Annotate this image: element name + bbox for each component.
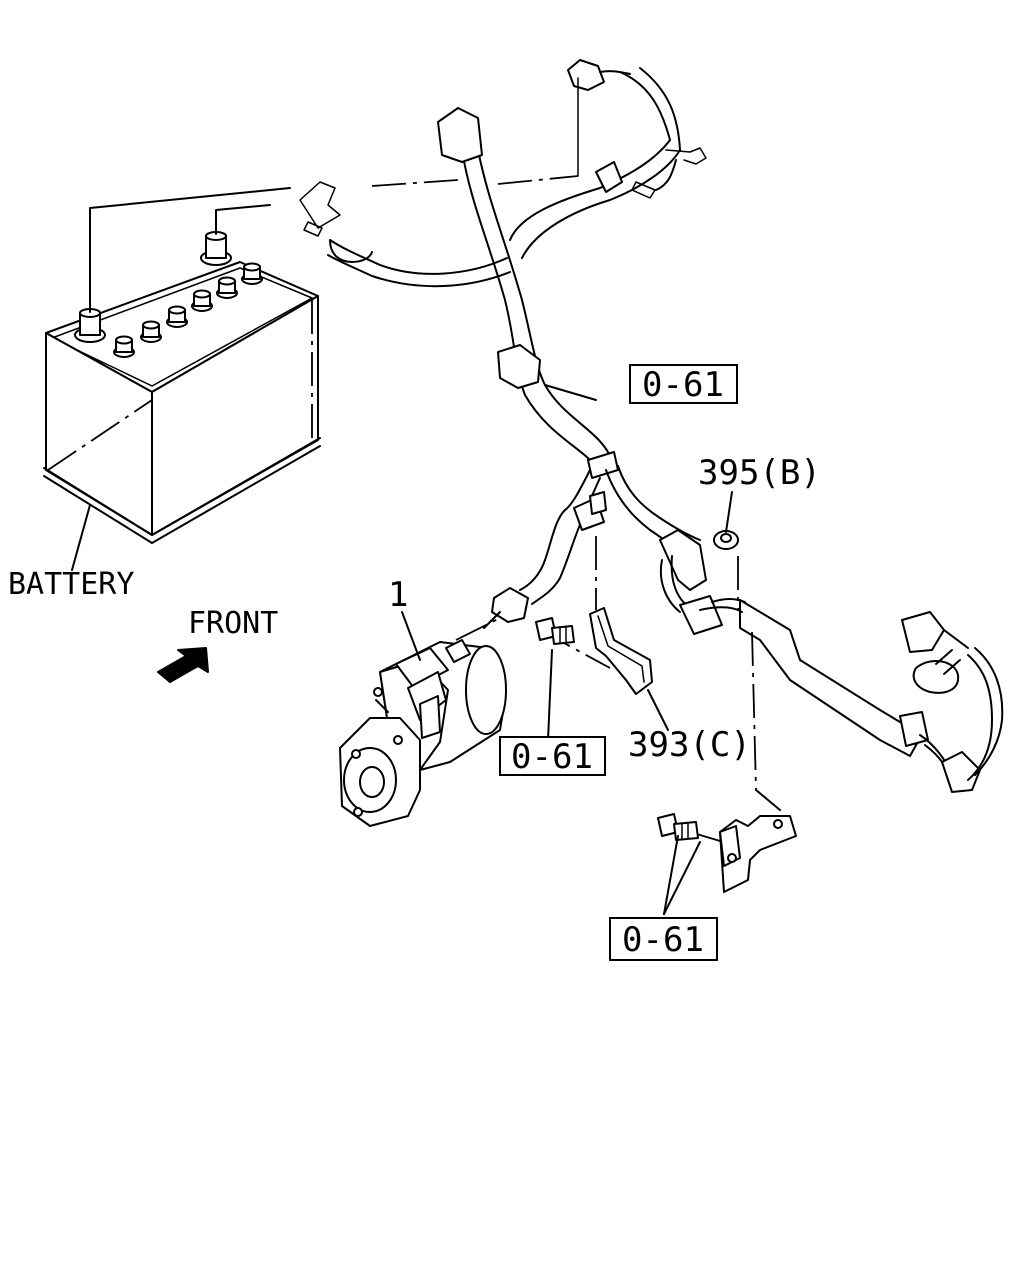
starter-motor — [339, 639, 507, 827]
bolt-middle — [535, 617, 575, 645]
ref-box-top-text: 0-61 — [642, 365, 724, 405]
battery-terminal-positive — [200, 231, 232, 266]
part-393c-label: 393(C) — [628, 725, 751, 765]
battery-label: BATTERY — [8, 567, 134, 602]
battery-terminal-negative — [74, 308, 106, 343]
part-1-label: 1 — [388, 575, 408, 615]
ref-box-top: 0-61 — [629, 364, 738, 405]
ref-box-bottom: 0-61 — [609, 917, 718, 961]
ref-box-bottom-text: 0-61 — [622, 920, 704, 960]
part-395b-label: 395(B) — [698, 453, 821, 493]
ref-box-middle: 0-61 — [499, 736, 606, 777]
bolt-lower — [657, 813, 699, 841]
battery-vent-caps — [113, 262, 263, 358]
nut-395b — [713, 530, 739, 550]
cable-harness — [299, 59, 1004, 793]
ref-box-middle-text: 0-61 — [511, 737, 593, 777]
front-arrow-icon — [157, 647, 209, 683]
bracket-393c — [589, 607, 653, 695]
bracket-lower-right — [719, 815, 797, 893]
battery — [43, 187, 321, 544]
front-label: FRONT — [188, 606, 278, 641]
